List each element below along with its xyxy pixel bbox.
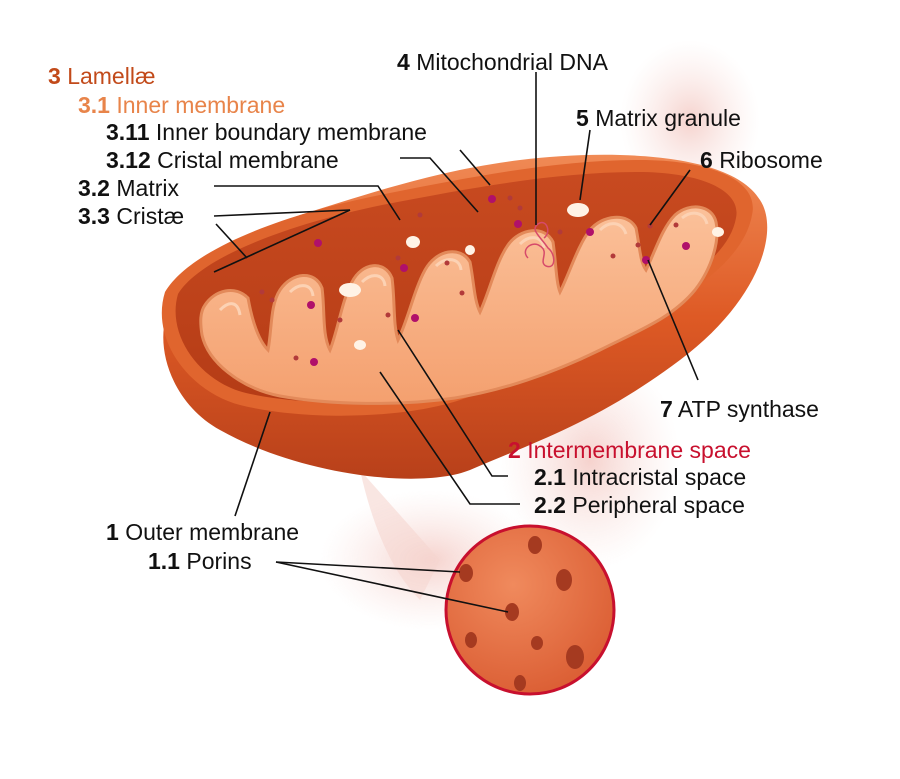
label-text: Intermembrane space	[527, 437, 751, 463]
label-number: 3	[48, 63, 61, 89]
leader-cristae-2	[215, 223, 248, 259]
label-porins: 1.1 Porins	[148, 547, 252, 575]
label-inner-boundary-membrane: 3.11 Inner boundary membrane	[106, 118, 427, 146]
label-text: Matrix granule	[595, 105, 741, 131]
label-text: Inner membrane	[116, 92, 286, 118]
label-number: 2.2	[534, 492, 566, 518]
leader-matrix	[214, 185, 401, 221]
label-text: Outer membrane	[125, 519, 300, 545]
label-number: 3.12	[106, 147, 151, 173]
leader-outer-membrane	[234, 411, 271, 517]
label-matrix: 3.2 Matrix	[78, 174, 179, 202]
label-cristal-membrane: 3.12 Cristal membrane	[106, 146, 339, 174]
label-text: Inner boundary membrane	[155, 119, 427, 145]
label-text: Cristæ	[116, 203, 185, 229]
label-text: Ribosome	[719, 147, 823, 173]
label-text: Lamellæ	[67, 63, 156, 89]
label-text: ATP synthase	[677, 396, 819, 422]
leader-peripheral	[379, 371, 520, 505]
label-text: Mitochondrial DNA	[416, 49, 608, 75]
mitochondrial-dna-strand	[524, 221, 555, 268]
label-peripheral-space: 2.2 Peripheral space	[534, 491, 745, 519]
leader-intracristal	[397, 329, 508, 477]
label-number: 7	[660, 396, 673, 422]
label-outer-membrane: 1 Outer membrane	[106, 518, 299, 546]
label-number: 1	[106, 519, 119, 545]
leader-inner-boundary	[459, 149, 491, 186]
label-number: 4	[397, 49, 410, 75]
label-cristae: 3.3 Cristæ	[78, 202, 184, 230]
label-number: 1.1	[148, 548, 180, 574]
porin-enlargement	[444, 524, 616, 696]
label-inner-membrane: 3.1 Inner membrane	[78, 91, 285, 119]
label-lamellae: 3 Lamellæ	[48, 62, 155, 90]
label-intermembrane-space: 2 Intermembrane space	[508, 436, 751, 464]
leader-matrix-granule	[579, 129, 591, 201]
leader-atp-synthase	[647, 259, 699, 381]
label-number: 3.11	[106, 119, 150, 145]
label-text: Porins	[186, 548, 252, 574]
label-mitochondrial-dna: 4 Mitochondrial DNA	[397, 48, 608, 76]
leader-porins-2	[275, 561, 509, 613]
label-matrix-granule: 5 Matrix granule	[576, 104, 741, 132]
label-number: 3.1	[78, 92, 110, 118]
atp-synthase-particles	[307, 195, 690, 366]
leader-porins-1	[275, 561, 461, 573]
label-number: 2.1	[534, 464, 566, 490]
label-number: 2	[508, 437, 521, 463]
label-number: 3.3	[78, 203, 110, 229]
label-text: Peripheral space	[572, 492, 745, 518]
leader-cristae	[213, 209, 351, 217]
label-intracristal-space: 2.1 Intracristal space	[534, 463, 746, 491]
leader-cristal-membrane	[400, 157, 479, 213]
leader-lines	[213, 72, 699, 613]
ribosomes	[259, 195, 679, 361]
label-text: Cristal membrane	[157, 147, 339, 173]
label-atp-synthase: 7 ATP synthase	[660, 395, 819, 423]
label-number: 6	[700, 147, 713, 173]
label-text: Intracristal space	[572, 464, 747, 490]
leader-lamellae	[213, 209, 351, 273]
label-ribosome: 6 Ribosome	[700, 146, 823, 174]
matrix-cristae	[199, 205, 719, 405]
label-text: Matrix	[116, 175, 179, 201]
matrix-granules	[339, 203, 724, 350]
leader-ribosome	[649, 169, 691, 226]
label-number: 3.2	[78, 175, 110, 201]
label-number: 5	[576, 105, 589, 131]
